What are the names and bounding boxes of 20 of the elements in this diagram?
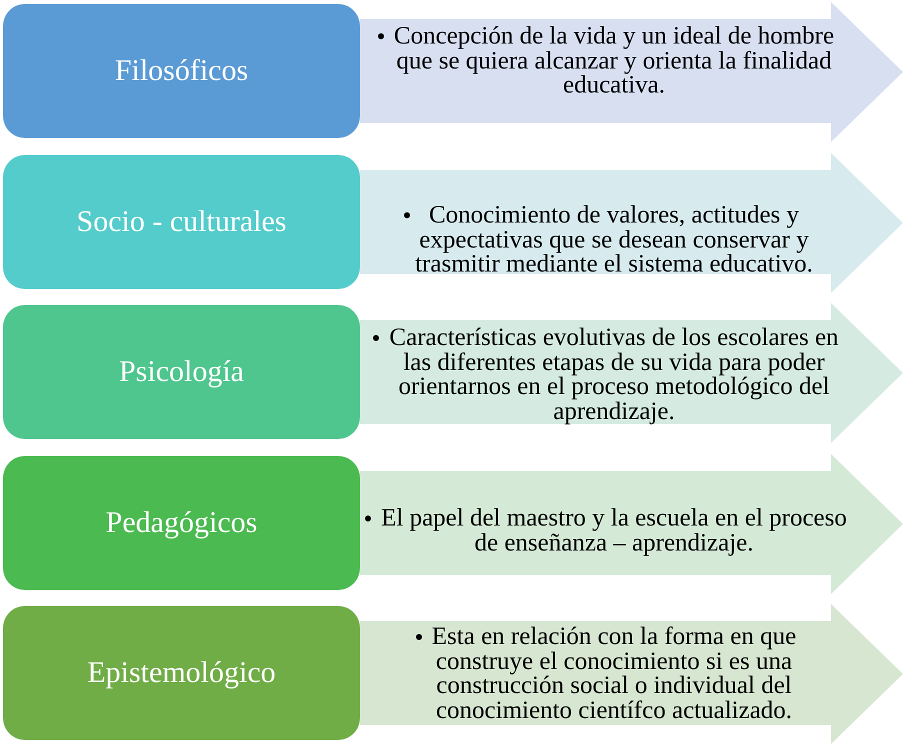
category-box	[3, 606, 360, 740]
pointed-banner	[360, 454, 903, 594]
category-title: Epistemológico	[87, 655, 276, 691]
pointed-banner	[360, 604, 903, 744]
description-text: Esta en relación con la forma en que construye el conocimiento si es una construcción social o individual del conocimiento científco actualizado.	[432, 623, 796, 724]
description-text: Características evolutivas de los escolares en las diferentes etapas de su vida para poder orientarnos en el proceso metodológico del aprendizaje.	[389, 324, 839, 424]
category-box	[3, 4, 360, 138]
category-title: Pedagógicos	[106, 505, 258, 541]
description-text: Concepción de la vida y un ideal de hombre que se quiera alcanzar y orienta la finalidad educativa.	[394, 22, 834, 98]
description-text: Conocimiento de valores, actitudes y expectativas que se desean conservar y trasmitir mediante el sistema educativo.	[415, 201, 813, 278]
description-text: El papel del maestro y la escuela en el proceso de enseñanza – aprendizaje.	[381, 504, 847, 556]
category-title: Socio - culturales	[76, 204, 286, 240]
category-box	[3, 155, 360, 289]
category-title: Filosóficos	[114, 53, 248, 89]
category-title: Psicología	[119, 354, 244, 390]
category-box	[3, 305, 360, 439]
pointed-banner	[360, 303, 903, 443]
category-box	[3, 456, 360, 590]
pointed-banner	[360, 153, 903, 293]
pointed-banner	[360, 2, 903, 142]
